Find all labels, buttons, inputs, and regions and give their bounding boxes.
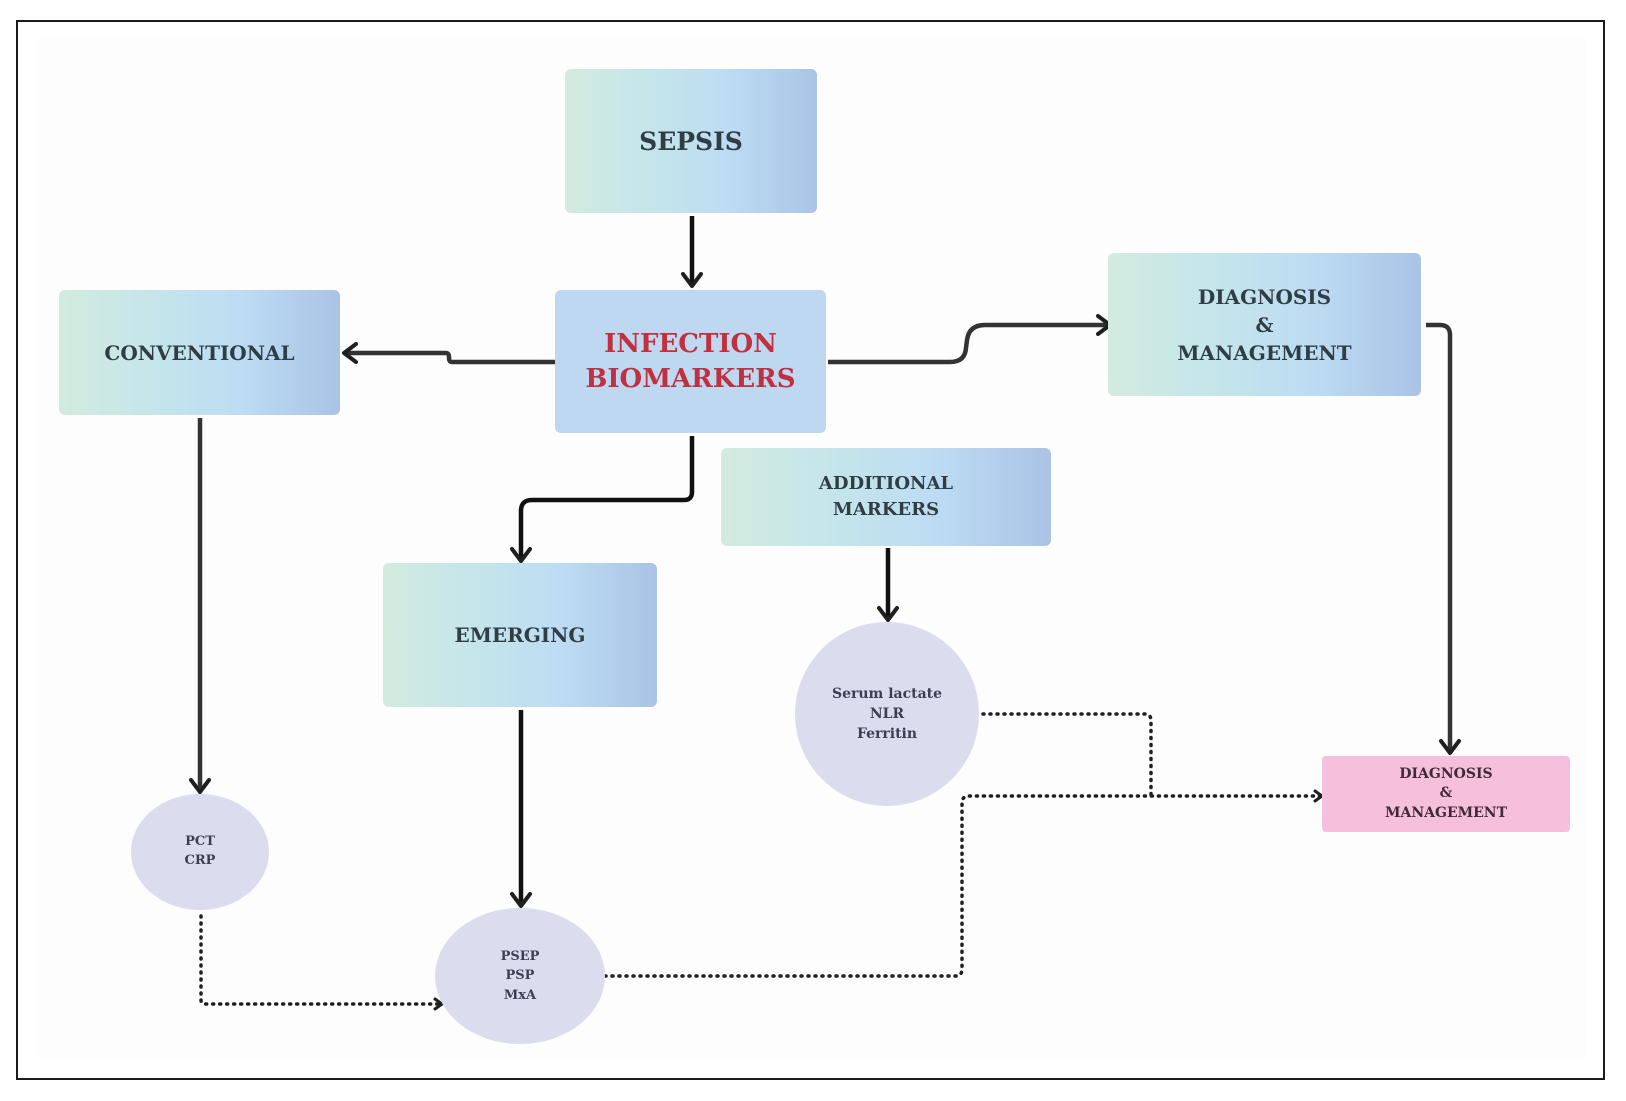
node-conventional: CONVENTIONAL [59,290,340,415]
node-emerging-list: PSEP PSP MxA [435,908,605,1044]
node-diagnosis-management: DIAGNOSIS & MANAGEMENT [1108,253,1421,396]
node-additional-list: Serum lactate NLR Ferritin [795,622,979,806]
node-sepsis: SEPSIS [565,69,817,213]
node-additional-markers-label: ADDITIONAL MARKERS [818,472,954,520]
node-infection-biomarkers-label: INFECTION BIOMARKERS [585,329,796,394]
node-emerging-list-label: PSEP PSP MxA [500,948,540,1003]
node-emerging: EMERGING [383,563,657,707]
node-sepsis-label: SEPSIS [639,126,743,156]
node-additional-list-label: Serum lactate NLR Ferritin [831,685,943,743]
node-conventional-list: PCT CRP [131,794,269,910]
node-conventional-list-label: PCT CRP [184,834,216,868]
node-diagnosis-final: DIAGNOSIS & MANAGEMENT [1322,756,1570,832]
node-infection-biomarkers: INFECTION BIOMARKERS [555,290,826,433]
node-diagnosis-management-label: DIAGNOSIS & MANAGEMENT [1177,284,1352,365]
node-diagnosis-final-label: DIAGNOSIS & MANAGEMENT [1384,766,1508,821]
node-conventional-label: CONVENTIONAL [104,340,295,365]
node-additional-markers: ADDITIONAL MARKERS [721,448,1051,546]
node-emerging-label: EMERGING [454,623,586,647]
